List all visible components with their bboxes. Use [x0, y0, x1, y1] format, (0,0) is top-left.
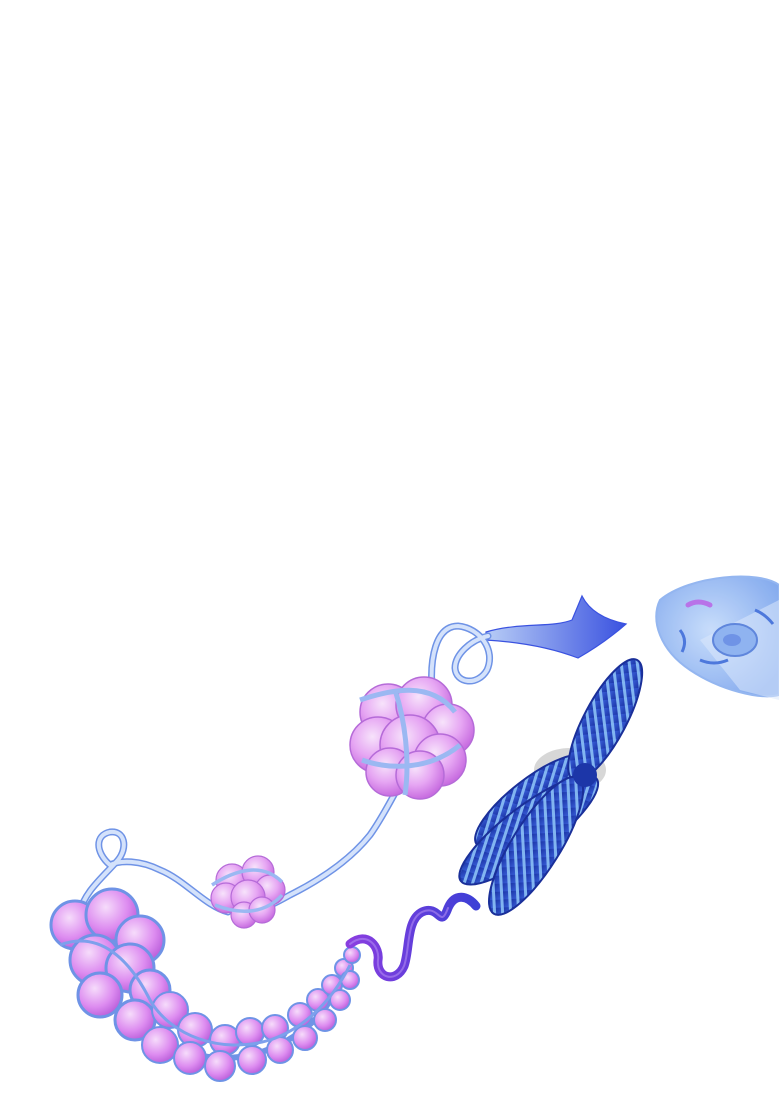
dna-strand-ribbon	[485, 594, 628, 659]
nucleosome-bead	[343, 946, 361, 964]
nucleosome-bead	[173, 1041, 207, 1075]
chromatin-coil	[345, 892, 481, 982]
nucleosome-bead	[151, 991, 189, 1029]
nucleosome-bead	[141, 1026, 179, 1064]
histone-octamer-small	[210, 855, 286, 929]
nucleosome-bead	[76, 971, 124, 1019]
nucleosome-bead	[313, 1008, 337, 1032]
mitochondrion	[685, 599, 713, 608]
nucleosome-bead	[292, 1025, 318, 1051]
fiber-wrap-line	[59, 939, 352, 1047]
nucleosome-fiber	[49, 887, 361, 1082]
cell	[655, 575, 779, 700]
cell-nucleolus	[723, 634, 741, 646]
nucleosome-bead	[237, 1045, 267, 1075]
histone-octamer-large	[349, 676, 475, 800]
centromere	[573, 763, 597, 787]
nucleosome-bead	[329, 989, 351, 1011]
chromosome	[458, 658, 644, 916]
nucleosome-bead	[204, 1050, 236, 1082]
